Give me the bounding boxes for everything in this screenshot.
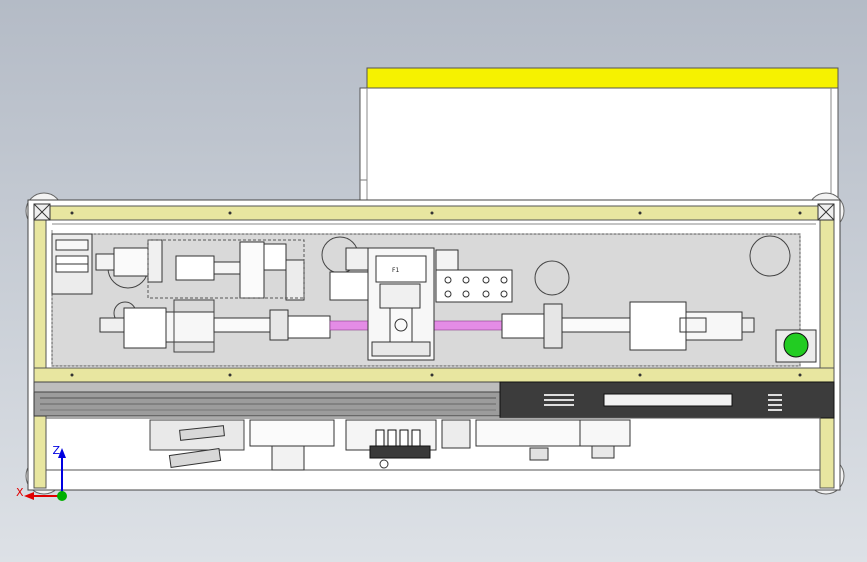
- right-cylinder[interactable]: [501, 301, 755, 351]
- indicator-light: [783, 332, 809, 358]
- left-bracket[interactable]: [51, 233, 93, 295]
- dark-panel[interactable]: [499, 381, 835, 419]
- status-indicator[interactable]: [775, 329, 817, 363]
- triad-x-label: X: [16, 486, 24, 499]
- bottom-components[interactable]: [149, 419, 631, 471]
- linear-rail[interactable]: [33, 381, 501, 417]
- right-mounting-plate[interactable]: [435, 249, 513, 303]
- triad-z-label: Z: [52, 444, 60, 457]
- right-pink-tube: [427, 320, 503, 331]
- center-module-label: F1: [392, 267, 399, 274]
- top-cover-yellow-strip: [366, 67, 839, 89]
- top-cover[interactable]: [359, 67, 839, 201]
- upper-cylinder-assembly[interactable]: [95, 239, 305, 301]
- axis-triad: Z X: [16, 444, 67, 501]
- center-module[interactable]: F1: [329, 247, 435, 361]
- left-cylinder[interactable]: [99, 299, 331, 353]
